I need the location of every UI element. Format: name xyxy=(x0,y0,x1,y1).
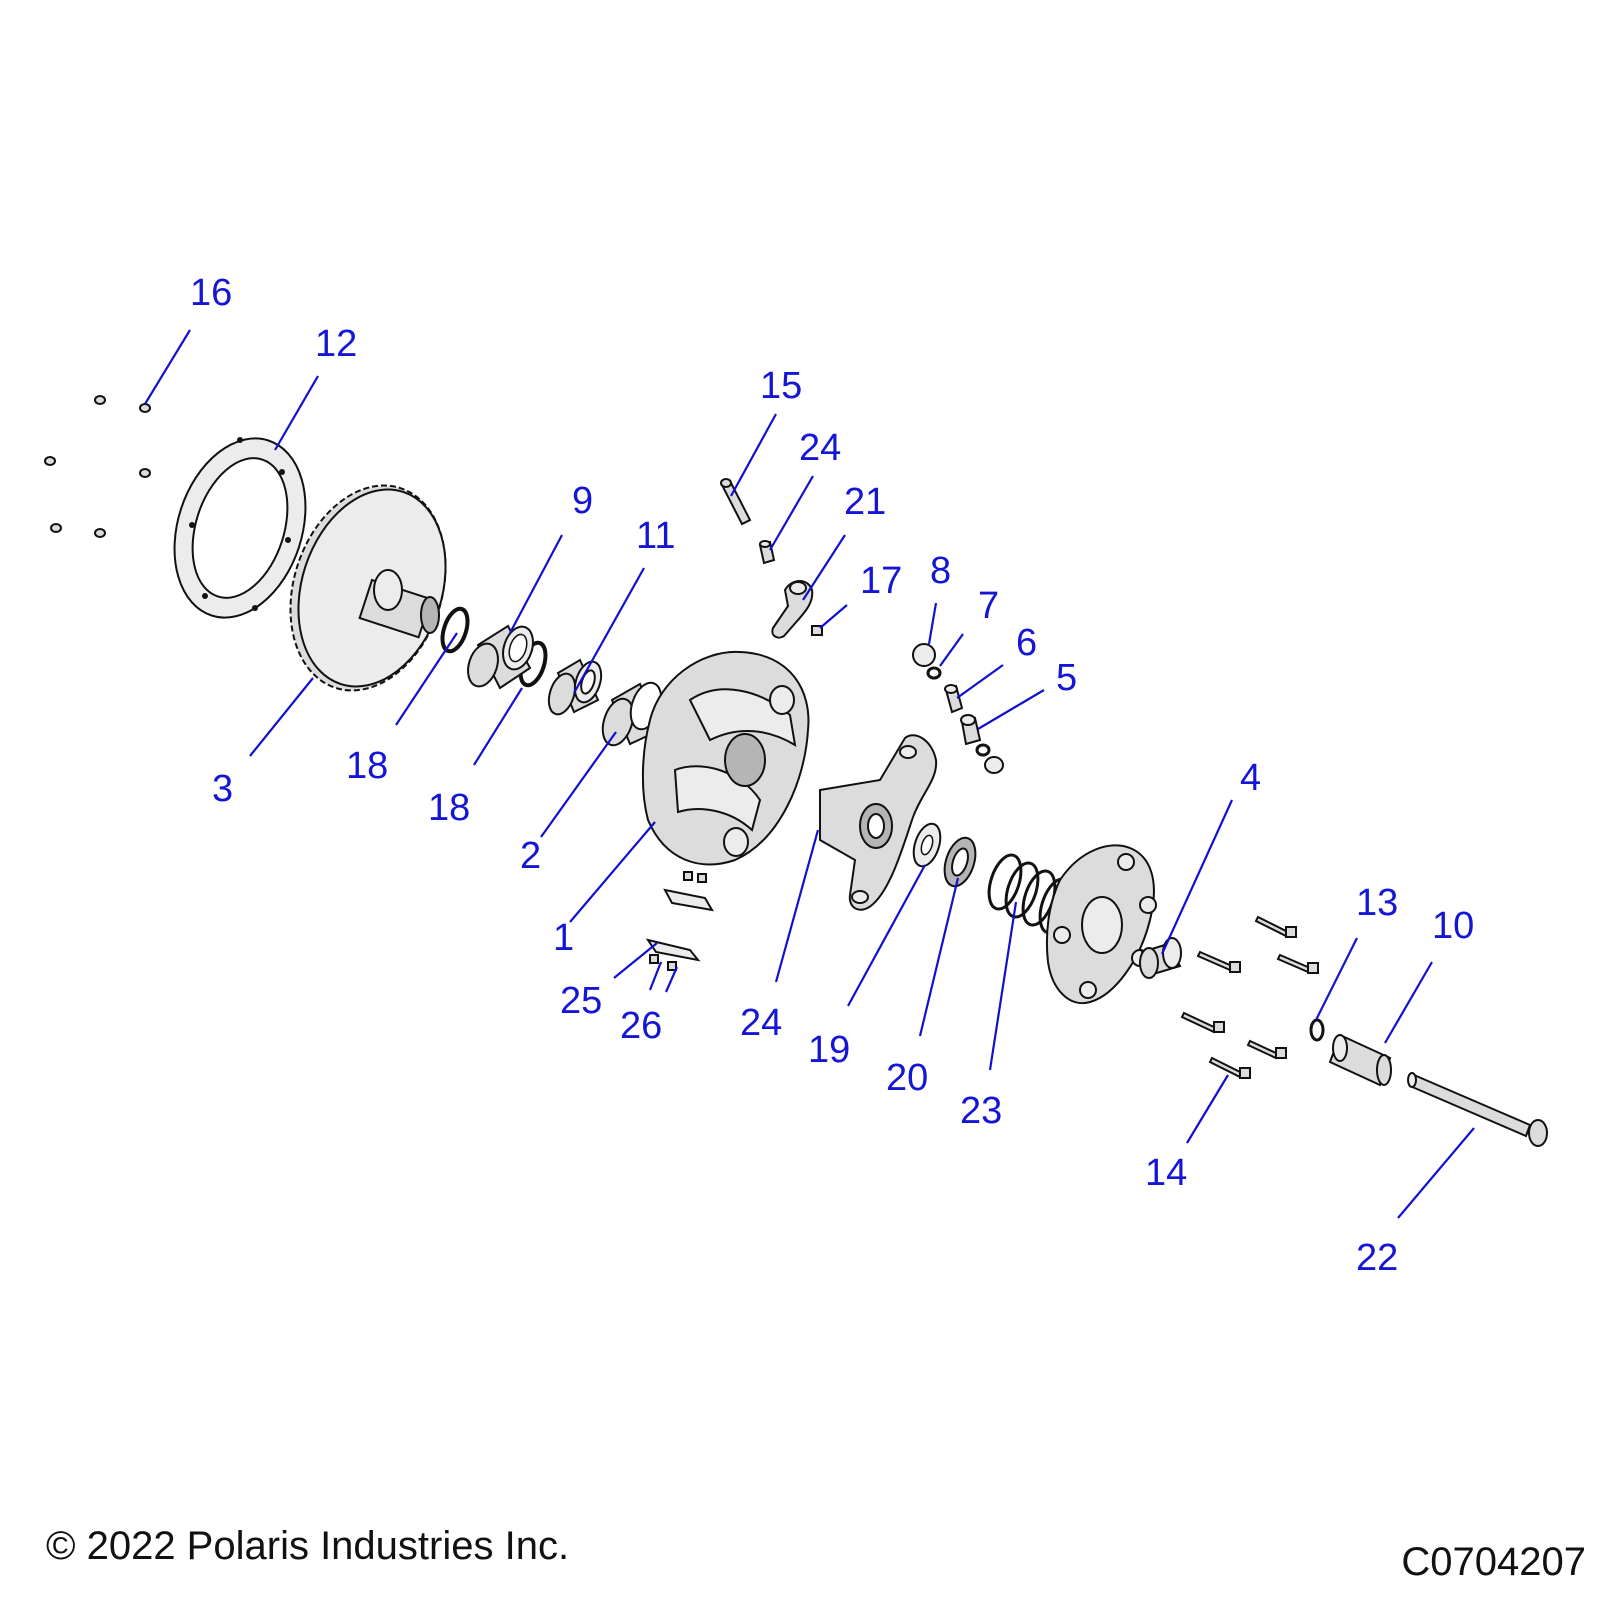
roller-part-8 xyxy=(912,643,936,667)
callout-24-upper: 24 xyxy=(799,427,841,469)
callout-12: 12 xyxy=(315,323,357,365)
callout-20: 20 xyxy=(886,1057,928,1099)
seal-part-20 xyxy=(943,836,977,888)
callout-3: 3 xyxy=(212,768,233,810)
cover-hub xyxy=(1045,844,1157,1005)
callout-25: 25 xyxy=(560,980,602,1022)
callout-14: 14 xyxy=(1145,1152,1187,1194)
callout-17: 17 xyxy=(860,560,902,602)
callout-1: 1 xyxy=(553,917,574,959)
sheave-part-3 xyxy=(289,484,447,692)
callout-19: 19 xyxy=(808,1029,850,1071)
callout-11: 11 xyxy=(636,515,675,557)
bolt-part-22 xyxy=(1407,1072,1548,1147)
bushing-part-4 xyxy=(1139,937,1182,979)
drawing-number: C0704207 xyxy=(1401,1540,1586,1584)
nuts-part-26 xyxy=(649,954,677,971)
callout-8: 8 xyxy=(930,550,951,592)
roller-arm-part-21 xyxy=(771,580,814,639)
plates-part-25 xyxy=(645,871,714,962)
pin-part-15 xyxy=(720,478,752,526)
callout-26: 26 xyxy=(620,1005,662,1047)
leader-lines xyxy=(144,329,1475,1219)
washer-part-7 xyxy=(926,666,942,680)
gasket-plate-part-12 xyxy=(173,437,307,619)
sleeve-part-10 xyxy=(1328,1033,1392,1087)
callout-2: 2 xyxy=(520,835,541,877)
screws-part-16 xyxy=(44,395,151,538)
callout-24-lower: 24 xyxy=(740,1002,782,1044)
callout-21: 21 xyxy=(844,481,886,523)
callout-22: 22 xyxy=(1356,1237,1398,1279)
housing-part-1 xyxy=(641,650,810,866)
bearing-part-11 xyxy=(547,658,603,716)
callout-labels: 16 12 3 18 18 9 11 2 1 25 26 15 24 21 17… xyxy=(190,272,1474,1279)
callout-4: 4 xyxy=(1240,757,1261,799)
nut-part-17 xyxy=(811,625,823,636)
callout-15: 15 xyxy=(760,365,802,407)
copyright-notice: © 2022 Polaris Industries Inc. xyxy=(46,1524,570,1568)
spider-part-24 xyxy=(819,734,938,911)
pin-part-6 xyxy=(944,684,964,714)
callout-23: 23 xyxy=(960,1090,1002,1132)
callout-9: 9 xyxy=(572,480,593,522)
spacer-part-5 xyxy=(960,714,1004,774)
bushing-part-9 xyxy=(467,624,534,690)
callout-5: 5 xyxy=(1056,657,1077,699)
callout-16: 16 xyxy=(190,272,232,314)
callout-18-lower: 18 xyxy=(428,787,470,829)
callout-13: 13 xyxy=(1356,882,1398,924)
callout-18-upper: 18 xyxy=(346,745,388,787)
bushing-part-24-upper xyxy=(758,540,776,565)
callout-10: 10 xyxy=(1432,905,1474,947)
callout-6: 6 xyxy=(1016,622,1037,664)
washer-part-19 xyxy=(912,822,942,868)
bolts-part-14 xyxy=(1180,915,1319,1079)
o-ring-part-13 xyxy=(1309,1018,1325,1042)
callout-7: 7 xyxy=(978,585,999,627)
